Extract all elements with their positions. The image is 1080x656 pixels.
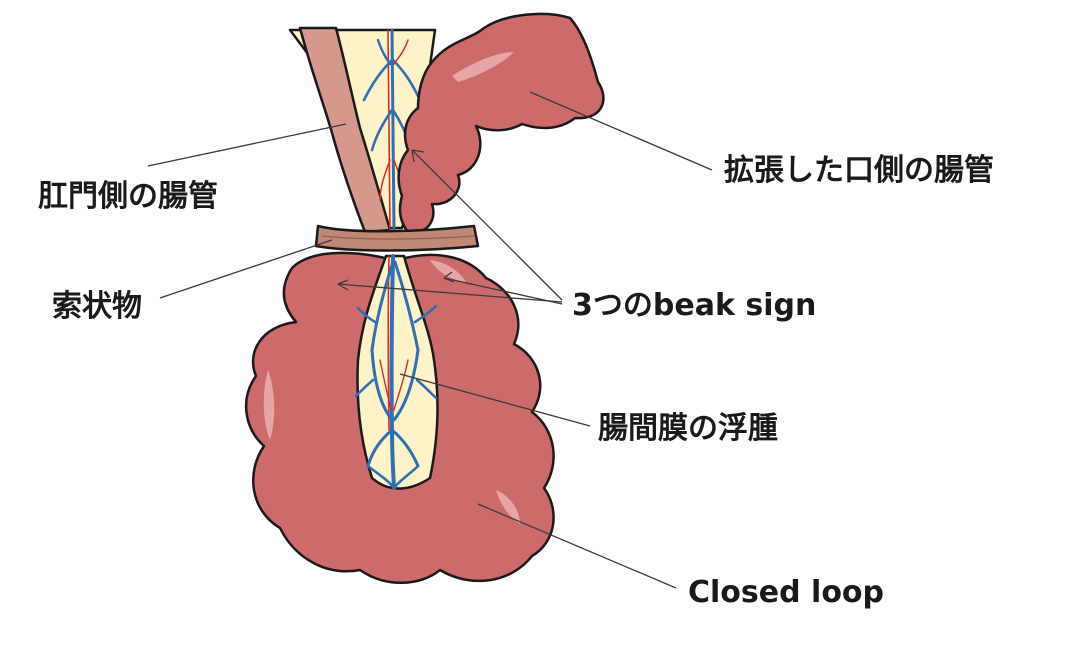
leader-anal-side (147, 123, 347, 167)
band (314, 224, 480, 252)
leader-beak-1 (411, 149, 563, 301)
label-dilated-oral-bowel: 拡張した口側の腸管 (724, 153, 994, 188)
leader-band (159, 239, 333, 299)
beak-arrowheads (337, 149, 455, 291)
leader-mesentery (399, 373, 591, 427)
label-anal-side-bowel: 肛門側の腸管 (38, 179, 218, 214)
label-band: 索状物 (52, 289, 142, 324)
leader-lines (147, 91, 713, 589)
leader-beak-2 (337, 283, 563, 303)
leader-beak-3 (443, 277, 563, 305)
label-beak-sign: 3つのbeak sign (572, 288, 816, 323)
dilated-oral-bowel (397, 12, 605, 234)
lower-vessels (354, 254, 438, 490)
closed-loop-highlights (263, 260, 520, 524)
leader-closed-loop (477, 503, 677, 589)
leader-oral-side (529, 91, 713, 171)
label-closed-loop: Closed loop (688, 575, 884, 610)
label-mesentery-edema: 腸間膜の浮腫 (598, 411, 778, 446)
oral-bowel-highlight (452, 52, 514, 82)
